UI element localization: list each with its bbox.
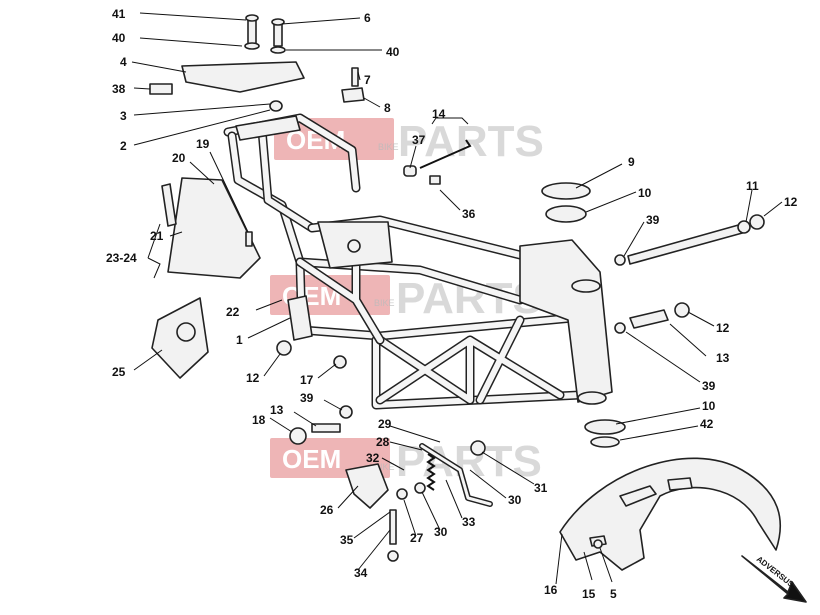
callout-17: 17	[300, 373, 314, 387]
front-mudguard	[559, 457, 782, 571]
callout-16: 16	[544, 583, 558, 597]
callout-labels: 41 6 40 40 4 7 38 3 8 14 2 37 19 20 9 10…	[106, 7, 798, 601]
callout-22: 22	[226, 305, 240, 319]
callout-13: 13	[270, 403, 284, 417]
callout-11: 11	[746, 179, 759, 193]
callout-25: 25	[112, 365, 126, 379]
callout-31: 31	[534, 481, 548, 495]
watermark-top: OEM BIKE PARTS	[274, 117, 544, 166]
callout-14: 14	[432, 107, 446, 121]
callout-37: 37	[412, 133, 426, 147]
callout-10: 10	[638, 186, 652, 200]
callout-35: 35	[340, 533, 354, 547]
callout-30: 30	[434, 525, 448, 539]
top-screws	[244, 14, 365, 112]
seat-cable	[403, 139, 472, 185]
callout-39: 39	[300, 391, 314, 405]
callout-41: 41	[112, 7, 126, 21]
svg-text:PARTS: PARTS	[398, 117, 544, 166]
callout-26: 26	[320, 503, 334, 517]
callout-30: 30	[508, 493, 522, 507]
callout-10: 10	[702, 399, 716, 413]
callout-36: 36	[462, 207, 476, 221]
svg-text:BIKE: BIKE	[374, 462, 395, 472]
svg-text:BIKE: BIKE	[374, 298, 395, 308]
callout-12: 12	[784, 195, 798, 209]
callout-39: 39	[646, 213, 660, 227]
callout-34: 34	[354, 566, 368, 580]
callout-27: 27	[410, 531, 424, 545]
callout-2: 2	[120, 139, 127, 153]
leader-lines	[131, 12, 783, 585]
direction-arrow: ADVERSUS	[741, 554, 807, 603]
callout-18: 18	[252, 413, 266, 427]
callout-12: 12	[716, 321, 730, 335]
main-frame	[223, 113, 613, 410]
callout-28: 28	[376, 435, 390, 449]
watermark-bottom: OEM BIKE PARTS	[270, 437, 542, 486]
callout-29: 29	[378, 417, 392, 431]
callout-20: 20	[172, 151, 186, 165]
callout-21: 21	[150, 229, 164, 243]
callout-12: 12	[246, 371, 260, 385]
callout-19: 19	[196, 137, 210, 151]
side-stand	[345, 440, 493, 562]
callout-33: 33	[462, 515, 476, 529]
callout-3: 3	[120, 109, 127, 123]
swingarm-pivot	[614, 214, 765, 334]
callout-6: 6	[364, 11, 371, 25]
callout-13: 13	[716, 351, 730, 365]
callout-15: 15	[582, 587, 596, 601]
callout-7: 7	[364, 73, 371, 87]
callout-5: 5	[610, 587, 617, 601]
svg-text:BIKE: BIKE	[378, 142, 399, 152]
callout-40: 40	[386, 45, 400, 59]
callout-32: 32	[366, 451, 380, 465]
callout-39: 39	[702, 379, 716, 393]
callout-1: 1	[236, 333, 243, 347]
seat-hook-plate	[149, 61, 305, 95]
svg-text:OEM: OEM	[282, 444, 341, 474]
lower-fasteners	[276, 340, 353, 445]
callout-23-24: 23-24	[106, 251, 137, 265]
callout-8: 8	[384, 101, 391, 115]
callout-40: 40	[112, 31, 126, 45]
callout-42: 42	[700, 417, 714, 431]
side-cover	[161, 177, 261, 279]
callout-9: 9	[628, 155, 635, 169]
callout-38: 38	[112, 82, 126, 96]
svg-text:PARTS: PARTS	[396, 437, 542, 486]
callout-4: 4	[120, 55, 127, 69]
cable-holder	[151, 297, 209, 379]
